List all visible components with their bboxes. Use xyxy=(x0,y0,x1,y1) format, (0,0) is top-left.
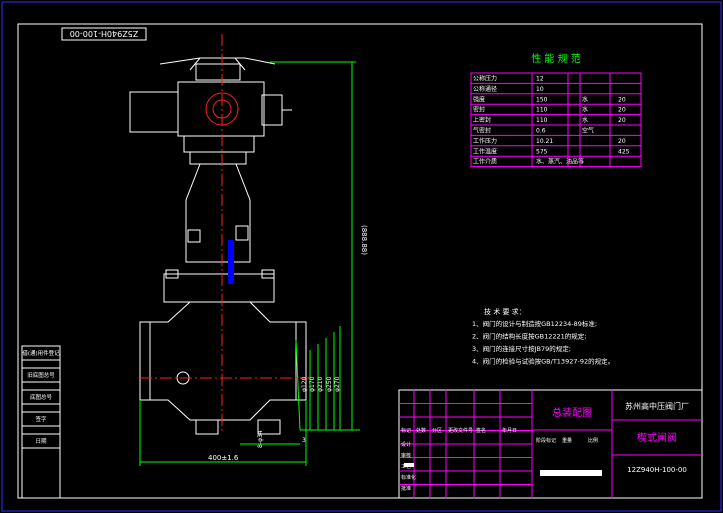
perf-cell: 工作介质 xyxy=(473,158,497,166)
tech-req-item: 3、阀门的连接尺寸按JB79的规定; xyxy=(472,344,571,353)
company-name: 苏州高中压阀门厂 xyxy=(625,401,689,411)
dim-thickness: 8-φ34 xyxy=(257,430,264,448)
title-block: 标记处数分区更改文件号签名年月日设计审核工艺标准化批准阶段标记重量比例总装配图苏… xyxy=(398,389,703,499)
perf-cell: 575 xyxy=(536,148,548,155)
perf-cell: 150 xyxy=(536,96,548,103)
valve-drawing xyxy=(129,57,307,435)
left-table-label: 日期 xyxy=(35,438,47,445)
perf-cell: 公称通径 xyxy=(473,85,497,93)
title-block-stage-label: 比例 xyxy=(588,437,598,444)
left-table-label: 底图总号 xyxy=(30,393,53,401)
perf-cell: 20 xyxy=(618,138,626,145)
perf-cell: 上密封 xyxy=(473,116,491,124)
perf-cell: 水 xyxy=(582,95,588,103)
perf-cell: 20 xyxy=(618,107,626,114)
title-block-header: 年月日 xyxy=(502,427,517,434)
dim-width: 400±1.6 xyxy=(208,454,239,462)
tech-req-title: 技 术 要 求： xyxy=(484,307,526,316)
title-block-header: 分区 xyxy=(432,427,442,434)
perf-cell: 0.6 xyxy=(536,128,546,135)
rotated-drawing-number: Z5Z940H-100-00 xyxy=(70,29,139,38)
scale-bar xyxy=(540,470,602,476)
rotated-number-box: Z5Z940H-100-00 xyxy=(61,27,147,41)
tech-req-item: 1、阀门的设计与制造按GB12234-89标准; xyxy=(472,319,597,328)
stem-hatch xyxy=(228,240,234,284)
perf-cell: 气密封 xyxy=(473,127,491,135)
perf-cell: 10 xyxy=(536,86,544,93)
yoke xyxy=(185,163,251,263)
performance-table: 公称压力 12 公称通径 10 强度 150 水 20 密封 110 水 20 上密封 110 水 20 气密封… xyxy=(470,72,642,168)
dim-flange-5: φ270 xyxy=(334,376,341,392)
perf-cell: 425 xyxy=(618,148,630,155)
title-block-header: 更改文件号 xyxy=(448,427,473,434)
perf-cell: 密封 xyxy=(473,106,485,114)
dim-flange-2: φ170 xyxy=(309,376,316,392)
dim-flange-1: φ120 xyxy=(301,376,308,392)
title-block-row-label: 标准化 xyxy=(401,474,416,481)
drawing-number: 12Z940H-100-00 xyxy=(627,466,687,474)
perf-cell: 20 xyxy=(618,96,626,103)
tech-req-item: 4、阀门的检验与试验按GB/T13927-92的规定。 xyxy=(472,357,614,366)
dim-flange-4: φ250 xyxy=(326,376,333,392)
dim-height: (888.88) xyxy=(360,225,368,255)
perf-cell: 工作温度 xyxy=(473,147,497,155)
title-block-row-label: 批准 xyxy=(401,485,411,492)
left-table-label: 旧底图总号 xyxy=(27,371,55,379)
perf-cell: 110 xyxy=(536,117,548,124)
perf-cell: 空气 xyxy=(582,127,594,135)
perf-cell: 强度 xyxy=(473,95,485,103)
perf-cell: 水、蒸汽、油品等 xyxy=(536,158,584,166)
actuator-motor xyxy=(129,91,179,133)
title-block-stage-label: 阶段标记 xyxy=(536,437,556,444)
left-table-label: 签字 xyxy=(35,415,47,423)
dimensions xyxy=(139,61,360,466)
title-block-header: 签名 xyxy=(476,427,486,434)
perf-cell: 水 xyxy=(582,106,588,114)
dim-flange-3: φ210 xyxy=(317,376,324,392)
product-name: 楔式闸阀 xyxy=(637,431,677,444)
valve-body xyxy=(149,301,297,421)
tech-req-item: 2、阀门的结构长度按GB12221的规定; xyxy=(472,332,587,341)
perf-cell: 工作压力 xyxy=(473,137,497,145)
perf-cell: 10.21 xyxy=(536,138,553,145)
title-block-row-label: 设计 xyxy=(401,441,411,448)
perf-cell: 水 xyxy=(582,116,588,124)
drawing-title: 总装配图 xyxy=(552,406,592,419)
title-block-header: 处数 xyxy=(416,427,426,434)
perf-cell: 12 xyxy=(536,76,544,83)
left-table-label: 借(通)用件登记 xyxy=(22,349,60,357)
title-mark xyxy=(404,463,414,467)
dim-small: 3 xyxy=(302,437,306,444)
sheet-border xyxy=(17,23,703,499)
handwheel xyxy=(159,57,276,65)
performance-title: 性 能 规 范 xyxy=(531,52,581,65)
title-block-header: 标记 xyxy=(401,427,411,434)
perf-cell: 20 xyxy=(618,117,626,124)
title-block-stage-label: 重量 xyxy=(562,437,572,444)
tech-req-list: 1、阀门的设计与制造按GB12234-89标准; 2、阀门的结构长度按GB1222… xyxy=(472,319,614,366)
bonnet xyxy=(163,273,275,303)
title-block-row-label: 审核 xyxy=(401,452,411,459)
perf-cell: 公称压力 xyxy=(473,75,497,83)
perf-cell: 110 xyxy=(536,107,548,114)
